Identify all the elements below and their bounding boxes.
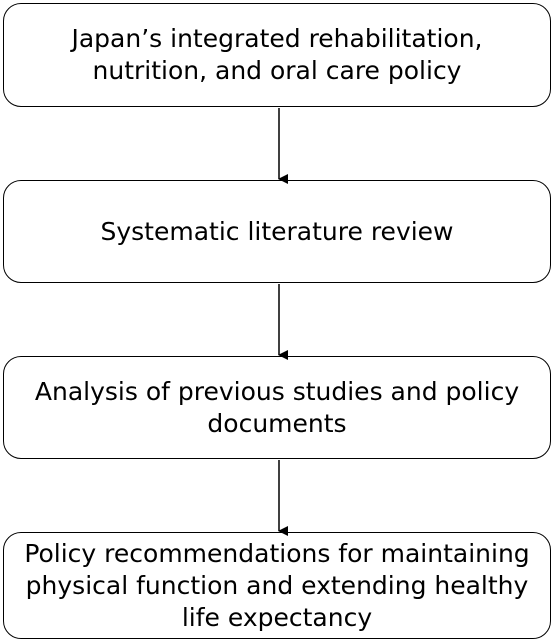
step-3-text: Analysis of previous studies and policy … bbox=[34, 376, 520, 438]
step-box-1: Japan’s integrated rehabilitation, nutri… bbox=[3, 3, 551, 107]
step-box-3: Analysis of previous studies and policy … bbox=[3, 356, 551, 459]
step-box-4: Policy recommendations for maintaining p… bbox=[3, 532, 551, 639]
step-4-text: Policy recommendations for maintaining p… bbox=[24, 538, 530, 632]
step-1-text: Japan’s integrated rehabilitation, nutri… bbox=[71, 24, 483, 85]
step-2-text: Systematic literature review bbox=[100, 216, 454, 246]
step-box-2: Systematic literature review bbox=[3, 180, 551, 283]
